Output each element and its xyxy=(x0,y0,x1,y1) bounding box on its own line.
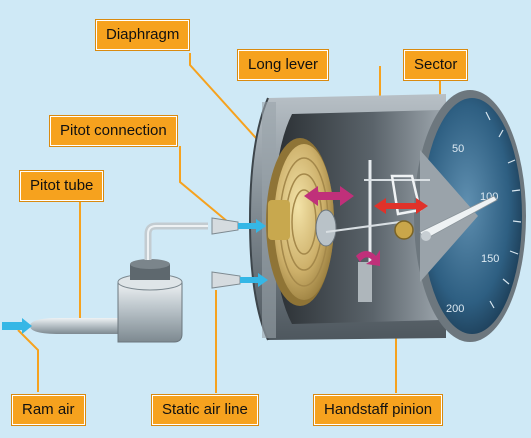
dial-number-50: 50 xyxy=(452,143,464,155)
label-diaphragm: Diaphragm xyxy=(96,20,190,50)
leader-ram-air xyxy=(17,329,39,392)
leader-pitot-connection xyxy=(179,146,229,223)
label-ram-air: Ram air xyxy=(12,395,85,425)
dial-face: 50 100 150 200 xyxy=(414,90,526,342)
motion-arrows xyxy=(304,186,428,266)
label-long-lever: Long lever xyxy=(238,50,329,80)
ram-air-arrow xyxy=(2,318,32,334)
static-flow-arrow xyxy=(240,273,268,287)
pitot-flow-arrow xyxy=(238,219,266,233)
handstaff-pinion-gear xyxy=(394,220,414,240)
pitot-tube xyxy=(30,318,120,334)
label-pitot-tube: Pitot tube xyxy=(20,171,104,201)
sector-motion-arrow xyxy=(374,198,428,214)
label-sector: Sector xyxy=(404,50,468,80)
airflow-arrows xyxy=(2,219,268,334)
dial-number-200: 200 xyxy=(446,303,464,315)
label-static-air-line: Static air line xyxy=(152,395,258,425)
diaphragm-motion-arrow xyxy=(304,186,354,206)
diaphragm xyxy=(266,138,337,306)
lever-rotation-arrow xyxy=(356,250,380,266)
dial-number-150: 150 xyxy=(481,253,499,265)
label-pitot-connection: Pitot connection xyxy=(50,116,177,146)
label-handstaff-pinion: Handstaff pinion xyxy=(314,395,443,425)
pitot-tube-assembly xyxy=(30,217,241,343)
